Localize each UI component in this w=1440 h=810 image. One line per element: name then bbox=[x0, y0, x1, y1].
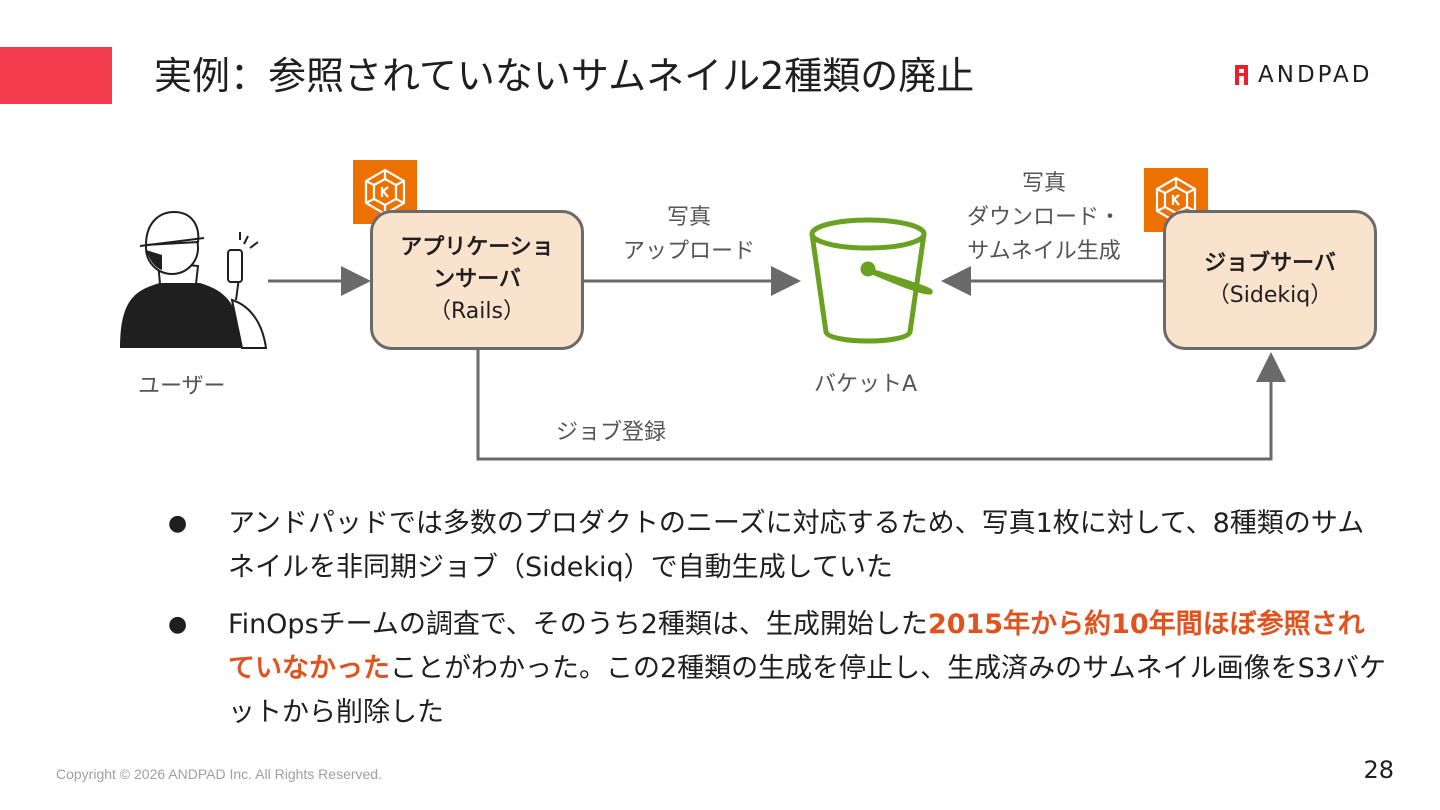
upload-label: 写真 アップロード bbox=[614, 201, 764, 269]
download-label: 写真 ダウンロード・ サムネイル生成 bbox=[946, 167, 1142, 269]
download-label-line3: サムネイル生成 bbox=[946, 235, 1142, 269]
user-label: ユーザー bbox=[138, 368, 226, 400]
worker-user-icon bbox=[120, 212, 266, 348]
architecture-diagram: アプリケーショ ンサーバ （Rails） ジョブサーバ （Sidekiq） ユー… bbox=[0, 0, 1440, 480]
bullet-list: ● アンドパッドでは多数のプロダクトのニーズに対応するため、写真1枚に対して、8… bbox=[168, 502, 1388, 748]
download-label-line2: ダウンロード・ bbox=[946, 201, 1142, 235]
download-label-line1: 写真 bbox=[946, 167, 1142, 201]
bullet-text: アンドパッドでは多数のプロダクトのニーズに対応するため、写真1枚に対して、8種類… bbox=[228, 508, 1364, 583]
bullet-dot: ● bbox=[168, 603, 187, 647]
bullet-item: ● アンドパッドでは多数のプロダクトのニーズに対応するため、写真1枚に対して、8… bbox=[168, 502, 1388, 590]
bullet-text-pre: FinOpsチームの調査で、そのうち2種類は、生成開始した bbox=[228, 609, 928, 640]
bucket-label: バケットA bbox=[814, 366, 917, 398]
bullet-text-post: ことがわかった。この2種類の生成を停止し、生成済みのサムネイル画像をS3バケット… bbox=[228, 653, 1386, 728]
job-server-node: ジョブサーバ （Sidekiq） bbox=[1163, 210, 1377, 350]
enqueue-label: ジョブ登録 bbox=[556, 416, 666, 450]
s3-bucket-icon bbox=[812, 220, 930, 341]
copyright: Copyright © 2026 ANDPAD Inc. All Rights … bbox=[56, 766, 382, 782]
bullet-dot: ● bbox=[168, 502, 187, 546]
app-server-sub: （Rails） bbox=[429, 296, 525, 328]
job-server-sub: （Sidekiq） bbox=[1208, 280, 1332, 312]
bullet-item: ● FinOpsチームの調査で、そのうち2種類は、生成開始した2015年から約1… bbox=[168, 603, 1388, 735]
page-number: 28 bbox=[1363, 756, 1394, 784]
job-server-title: ジョブサーバ bbox=[1204, 248, 1336, 280]
app-server-title-line2: ンサーバ bbox=[433, 264, 521, 296]
upload-label-line1: 写真 bbox=[614, 201, 764, 235]
app-server-title-line1: アプリケーショ bbox=[400, 232, 554, 264]
upload-label-line2: アップロード bbox=[614, 235, 764, 269]
app-server-node: アプリケーショ ンサーバ （Rails） bbox=[370, 210, 584, 350]
